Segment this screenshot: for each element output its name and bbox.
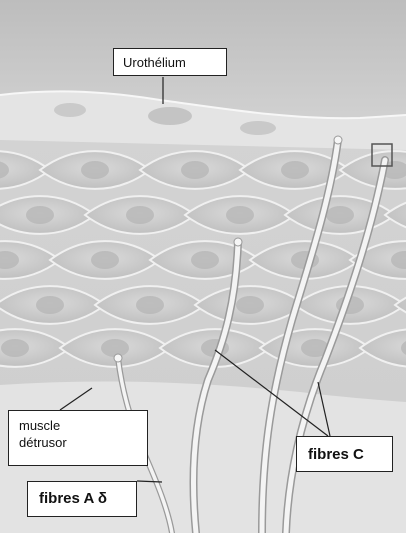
urothelium-label: Urothélium [113,48,227,76]
cell-nucleus [281,161,309,179]
cell-nucleus [36,296,64,314]
cell-nucleus [26,206,54,224]
cell-nucleus [181,161,209,179]
fibres-a-delta-label: fibres A δ [27,481,137,517]
muscle-detrusor-label: muscle détrusor [8,410,148,466]
cell-nucleus [126,206,154,224]
cell-nucleus [91,251,119,269]
cell-nucleus [101,339,129,357]
muscle-label-line1: muscle [19,418,60,433]
fibres-c-label: fibres C [296,436,393,472]
cell-nucleus [236,296,264,314]
muscle-label-line2: détrusor [19,435,67,450]
cell-nucleus [81,161,109,179]
cell-nucleus [136,296,164,314]
cell-nucleus [226,206,254,224]
cell-nucleus [191,251,219,269]
cell-nucleus [326,206,354,224]
cell-nucleus [1,339,29,357]
